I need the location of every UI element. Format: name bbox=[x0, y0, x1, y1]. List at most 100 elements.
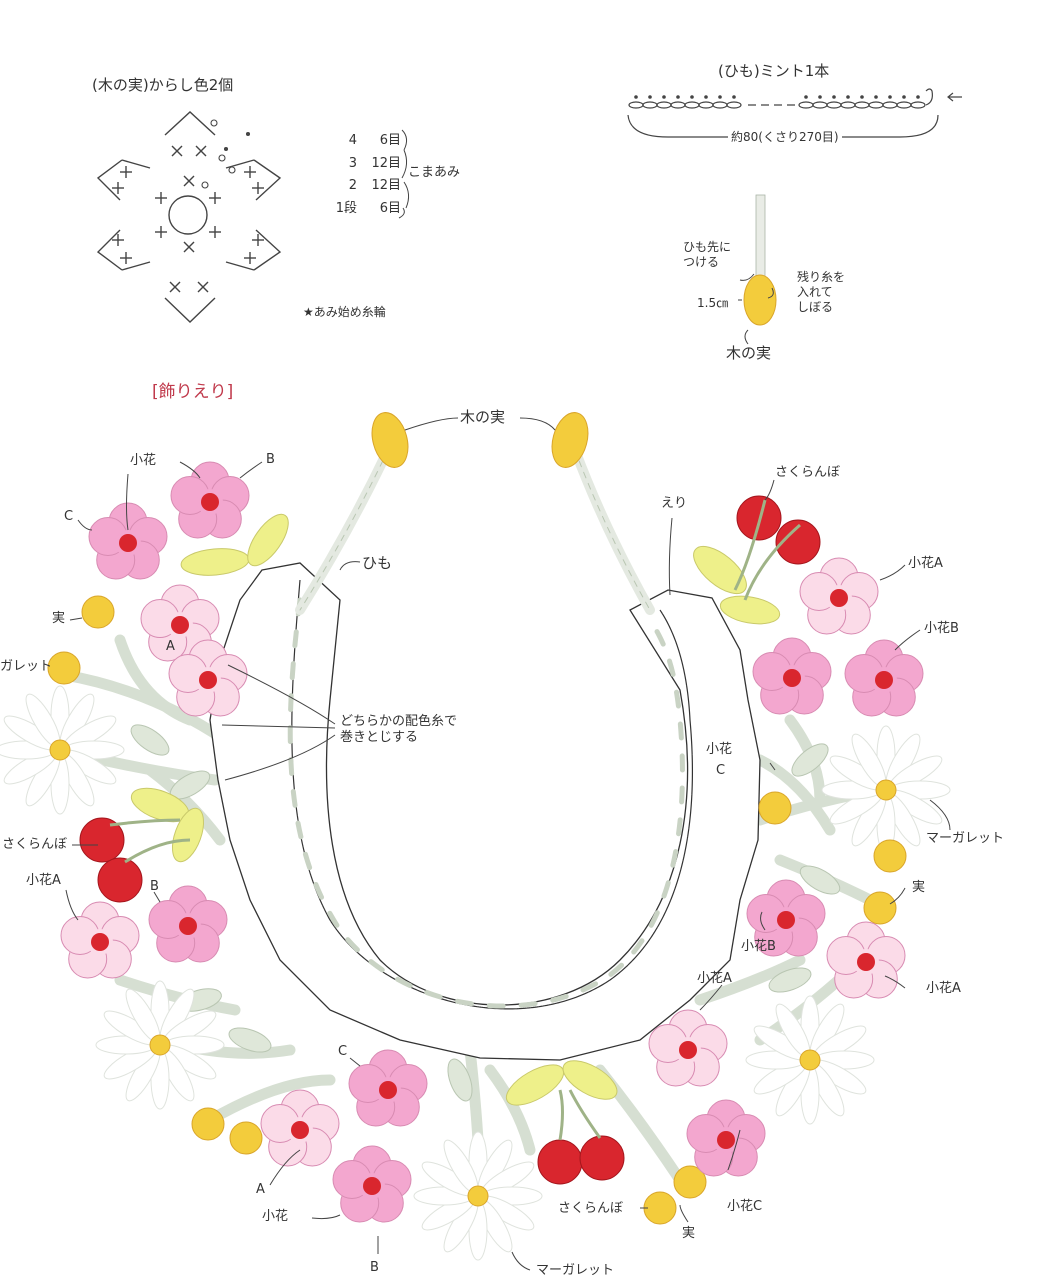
label-a: A bbox=[166, 639, 175, 654]
stitch-type-label: こまあみ bbox=[408, 165, 461, 180]
berry bbox=[863, 891, 897, 925]
label-small-flower-c: 小花C bbox=[727, 1199, 763, 1214]
flower-center bbox=[179, 917, 197, 935]
label-marguerite: マーガレット bbox=[926, 831, 1005, 846]
label-cherry: さくらんぼ bbox=[775, 465, 841, 480]
collar-nuts bbox=[371, 412, 589, 468]
berry bbox=[229, 1121, 263, 1155]
marguerites bbox=[0, 685, 951, 1261]
flower-center bbox=[201, 493, 219, 511]
flower-center bbox=[379, 1081, 397, 1099]
label-cherry: さくらんぼ bbox=[558, 1201, 624, 1216]
label-collar: えり bbox=[661, 496, 688, 511]
small-flower bbox=[148, 885, 228, 963]
label-c: C bbox=[716, 763, 726, 778]
cherry bbox=[97, 857, 143, 903]
cord-turn-loop bbox=[925, 88, 933, 106]
motif-increase-marks bbox=[201, 119, 251, 189]
small-flower bbox=[60, 901, 140, 979]
label-berry: 実 bbox=[52, 611, 66, 626]
marguerite-center bbox=[467, 1185, 489, 1207]
berry bbox=[81, 595, 115, 629]
label-small-flower-a: 小花A bbox=[908, 556, 943, 571]
label-berry: 実 bbox=[682, 1226, 696, 1241]
flower-center bbox=[777, 911, 795, 929]
cherry bbox=[775, 519, 821, 565]
cherry bbox=[79, 817, 125, 863]
start-arrow-icon bbox=[947, 92, 962, 102]
marguerite-flower bbox=[95, 980, 225, 1110]
cord-title: (ひも)ミント1本 bbox=[718, 62, 830, 80]
small-flower bbox=[332, 1145, 412, 1223]
nut-attach-label: ひも先に つける bbox=[683, 240, 732, 269]
cord-length-label: 約80(くさり270目) bbox=[728, 131, 842, 143]
label-small-flower: 小花 bbox=[706, 742, 733, 757]
label-cord: ひも bbox=[362, 554, 393, 572]
label-cherry: さくらんぼ bbox=[2, 837, 68, 852]
motif-title: (木の実)からし色2個 bbox=[92, 76, 234, 94]
label-whipstitch: どちらかの配色糸で 巻きとじする bbox=[340, 714, 458, 745]
marguerite-center bbox=[149, 1034, 171, 1056]
small-flower bbox=[746, 879, 826, 957]
cords bbox=[295, 445, 655, 615]
nut-detail-name: 木の実 bbox=[726, 344, 772, 362]
cord-length-bracket bbox=[627, 114, 939, 138]
berry bbox=[643, 1191, 677, 1225]
small-flower bbox=[826, 921, 906, 999]
small-flower bbox=[686, 1099, 766, 1177]
collar-title: [飾りえり] bbox=[152, 382, 234, 402]
nut-motif-chart bbox=[96, 111, 410, 323]
small-flowers bbox=[60, 461, 924, 1223]
cherry bbox=[537, 1139, 583, 1185]
motif-petal-lower-left bbox=[96, 226, 167, 271]
small-flower bbox=[844, 639, 924, 717]
collar-nut-right bbox=[551, 412, 589, 468]
marguerite-center bbox=[799, 1049, 821, 1071]
marguerite-flower bbox=[413, 1131, 543, 1261]
chain-stitches-left bbox=[628, 101, 742, 109]
small-flower bbox=[260, 1089, 340, 1167]
small-flower bbox=[168, 639, 248, 717]
marguerite-center bbox=[875, 779, 897, 801]
rows-bracket bbox=[398, 129, 410, 219]
label-small-flower: 小花 bbox=[262, 1209, 289, 1224]
flower-center bbox=[875, 671, 893, 689]
label-b: B bbox=[266, 452, 275, 467]
flower-center bbox=[91, 933, 109, 951]
nut-on-cord-detail bbox=[738, 194, 777, 345]
chain-stitches-right bbox=[798, 101, 926, 109]
flower-center bbox=[199, 671, 217, 689]
cherry-stems bbox=[109, 499, 801, 1141]
yellow-leaves bbox=[130, 513, 781, 1106]
small-flower bbox=[170, 461, 250, 539]
small-flower bbox=[648, 1009, 728, 1087]
detail-leader-lines bbox=[738, 273, 774, 345]
small-flower bbox=[752, 637, 832, 715]
label-small-flower-b: 小花B bbox=[924, 621, 959, 636]
nut-size-label: 1.5㎝ bbox=[697, 296, 729, 310]
collar-body bbox=[209, 562, 761, 1061]
collar-dashed-seam bbox=[287, 597, 685, 1009]
flower-center bbox=[291, 1121, 309, 1139]
label-c: C bbox=[64, 509, 74, 524]
motif-petal-upper-right bbox=[209, 159, 282, 204]
cherries bbox=[79, 495, 821, 1185]
flower-center bbox=[717, 1131, 735, 1149]
flower-center bbox=[171, 616, 189, 634]
marguerite-flower bbox=[745, 995, 875, 1125]
flower-center bbox=[363, 1177, 381, 1195]
label-small-flower-a: 小花A bbox=[26, 873, 61, 888]
small-flower bbox=[88, 502, 168, 580]
label-small-flower-a: 小花A bbox=[926, 981, 961, 996]
collar-nut-left bbox=[371, 412, 409, 468]
slip-stitch-dots bbox=[634, 95, 920, 99]
berry bbox=[758, 791, 792, 825]
label-small-flower-a: 小花A bbox=[697, 971, 732, 986]
nut-stuffing-label: 残り糸を 入れて しぼる bbox=[797, 270, 846, 314]
label-marguerite-cut: ガレット bbox=[0, 659, 53, 674]
small-flower bbox=[799, 557, 879, 635]
